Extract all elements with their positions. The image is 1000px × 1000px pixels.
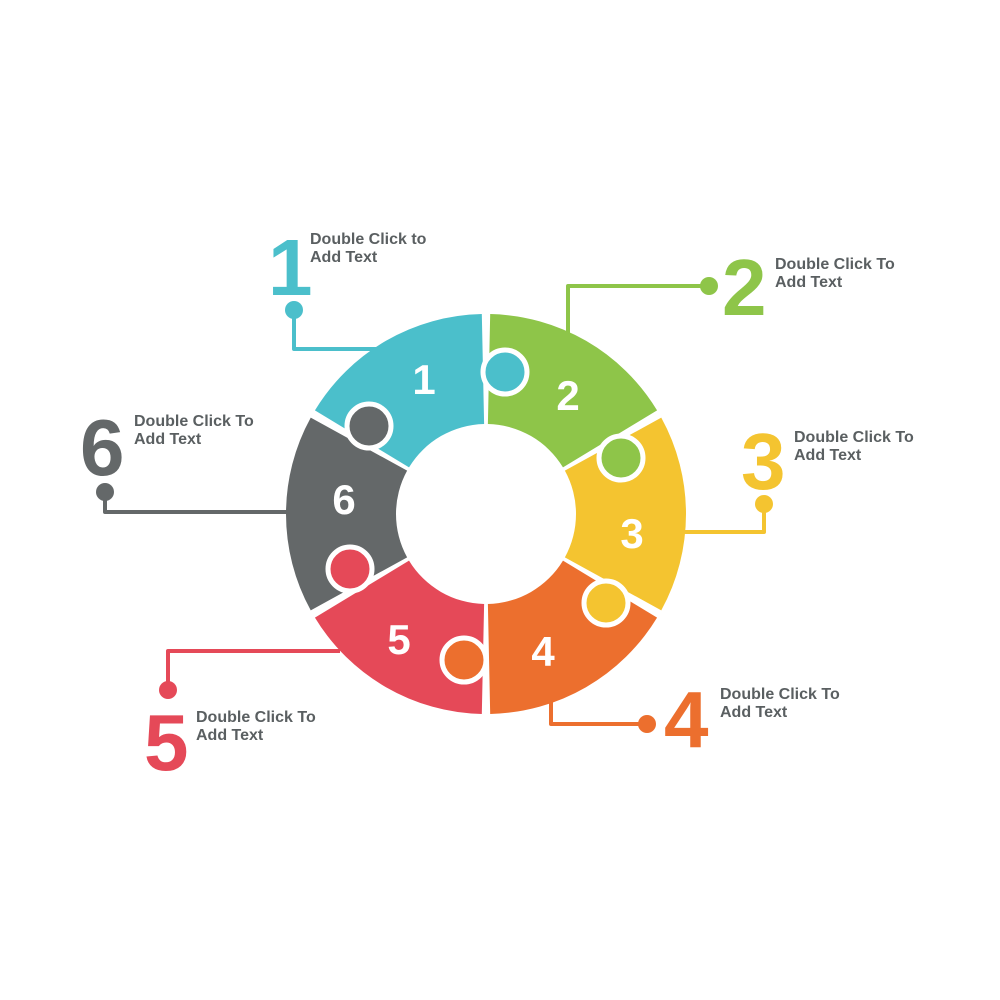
connector-2 bbox=[566, 284, 708, 334]
segment-number-5: 5 bbox=[387, 616, 410, 663]
big-number-1: 1 bbox=[268, 223, 313, 312]
big-number-5: 5 bbox=[144, 698, 189, 787]
step-2-line-1: Double Click To bbox=[775, 256, 895, 273]
puzzle-knob-3 bbox=[581, 578, 631, 628]
step-1-line-1: Double Click to bbox=[310, 231, 427, 248]
step-2-line-2: Add Text bbox=[775, 274, 843, 291]
segment-number-6: 6 bbox=[332, 476, 355, 523]
connector-4 bbox=[549, 698, 647, 726]
connector-dot-5 bbox=[159, 681, 177, 699]
puzzle-knob-1 bbox=[480, 347, 530, 397]
step-6-line-2: Add Text bbox=[134, 431, 202, 448]
step-5-line-1: Double Click To bbox=[196, 709, 316, 726]
step-4-line-2: Add Text bbox=[720, 704, 788, 721]
step-3-text[interactable]: Double Click To Add Text bbox=[794, 429, 964, 465]
step-4-line-1: Double Click To bbox=[720, 686, 840, 703]
ring-segment-2 bbox=[487, 314, 658, 468]
step-6-text[interactable]: Double Click To Add Text bbox=[134, 413, 304, 449]
step-4-text[interactable]: Double Click To Add Text bbox=[720, 686, 890, 722]
step-6-line-1: Double Click To bbox=[134, 413, 254, 430]
step-1-line-2: Add Text bbox=[310, 249, 378, 266]
connector-3 bbox=[683, 504, 766, 534]
connector-dot-6 bbox=[96, 483, 114, 501]
puzzle-knob-4 bbox=[439, 635, 489, 685]
connector-dot-2 bbox=[700, 277, 718, 295]
puzzle-knob-5 bbox=[325, 544, 375, 594]
big-number-4: 4 bbox=[664, 675, 709, 764]
segment-number-1: 1 bbox=[412, 356, 435, 403]
connector-6 bbox=[103, 492, 287, 514]
big-number-2: 2 bbox=[722, 243, 767, 332]
connector-dot-4 bbox=[638, 715, 656, 733]
step-1-text[interactable]: Double Click to Add Text bbox=[310, 231, 480, 267]
step-2-text[interactable]: Double Click To Add Text bbox=[775, 256, 945, 292]
big-number-6: 6 bbox=[80, 403, 125, 492]
segment-number-2: 2 bbox=[556, 372, 579, 419]
connector-dot-3 bbox=[755, 495, 773, 513]
step-3-line-2: Add Text bbox=[794, 447, 862, 464]
connector-dot-1 bbox=[285, 301, 303, 319]
step-5-line-2: Add Text bbox=[196, 727, 264, 744]
step-5-text[interactable]: Double Click To Add Text bbox=[196, 709, 366, 745]
segment-number-4: 4 bbox=[531, 628, 555, 675]
connector-5 bbox=[166, 649, 340, 690]
ring-segment-5 bbox=[314, 560, 485, 714]
segment-number-3: 3 bbox=[620, 510, 643, 557]
connector-1 bbox=[292, 310, 390, 351]
puzzle-knob-6 bbox=[344, 401, 394, 451]
ring-segment-6 bbox=[286, 417, 408, 611]
big-number-3: 3 bbox=[741, 417, 786, 506]
ring-segment-3 bbox=[564, 417, 686, 611]
puzzle-knob-2 bbox=[596, 433, 646, 483]
step-3-line-1: Double Click To bbox=[794, 429, 914, 446]
